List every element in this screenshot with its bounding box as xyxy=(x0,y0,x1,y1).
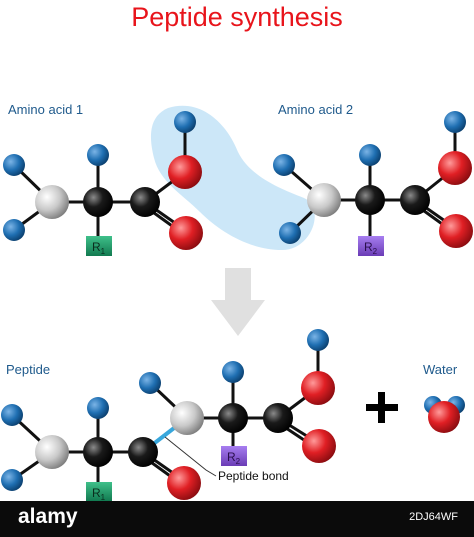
r1-side-chain-box xyxy=(86,236,112,256)
hydrogen-atom xyxy=(444,111,466,133)
water-molecule xyxy=(424,396,465,433)
r2-label: R2 xyxy=(227,450,241,466)
nitrogen-atom xyxy=(35,435,69,469)
watermark-bar: alamy 2DJ64WF xyxy=(0,501,474,537)
hydrogen-atom xyxy=(1,404,23,426)
peptide-synthesis-diagram: R1 R2 xyxy=(1,105,473,501)
oxygen-atom xyxy=(428,401,460,433)
hydrogen-atom xyxy=(3,154,25,176)
peptide-bond-pointer xyxy=(164,436,217,477)
oxygen-atom xyxy=(168,155,202,189)
hydrogen-atom xyxy=(139,372,161,394)
nitrogen-atom xyxy=(307,183,341,217)
peptide-bond-label: Peptide bond xyxy=(218,469,289,483)
oxygen-atom xyxy=(301,371,335,405)
carbon-atom xyxy=(263,403,293,433)
oxygen-atom xyxy=(169,216,203,250)
plus-sign xyxy=(378,392,385,423)
peptide-molecule: R1 R2 xyxy=(1,329,336,501)
nitrogen-atom xyxy=(35,185,69,219)
r1-label: R1 xyxy=(92,486,106,501)
hydrogen-atom xyxy=(273,154,295,176)
r2-label: R2 xyxy=(364,240,378,256)
carbon-atom xyxy=(400,185,430,215)
water-removal-highlight xyxy=(150,105,315,251)
hydrogen-atom xyxy=(87,397,109,419)
hydrogen-atom xyxy=(279,222,301,244)
image-id-text: 2DJ64WF xyxy=(409,511,458,523)
hydrogen-atom xyxy=(1,469,23,491)
nitrogen-atom xyxy=(170,401,204,435)
reaction-arrow xyxy=(211,268,265,336)
page-title: Peptide synthesis xyxy=(131,2,343,32)
carbon-atom xyxy=(218,403,248,433)
peptide-label: Peptide xyxy=(6,362,51,377)
hydrogen-atom xyxy=(307,329,329,351)
amino-acid-1-molecule: R1 xyxy=(3,111,203,256)
oxygen-atom xyxy=(302,429,336,463)
hydrogen-atom xyxy=(222,361,244,383)
carbon-atom xyxy=(130,187,160,217)
carbon-atom xyxy=(355,185,385,215)
oxygen-atom xyxy=(438,151,472,185)
carbon-atom xyxy=(128,437,158,467)
carbon-atom xyxy=(83,187,113,217)
amino-acid-1-label: Amino acid 1 xyxy=(8,102,84,117)
hydrogen-atom xyxy=(174,111,196,133)
hydrogen-atom xyxy=(3,219,25,241)
hydrogen-atom xyxy=(359,144,381,166)
hydrogen-atom xyxy=(87,144,109,166)
oxygen-atom xyxy=(167,466,201,500)
brand-logo: alamy xyxy=(18,505,78,528)
water-label: Water xyxy=(423,362,458,377)
amino-acid-2-label: Amino acid 2 xyxy=(278,102,354,117)
r2-side-chain-box xyxy=(358,236,384,256)
amino-acid-2-molecule: R2 xyxy=(273,111,473,256)
carbon-atom xyxy=(83,437,113,467)
r2-side-chain-box xyxy=(221,446,247,466)
oxygen-atom xyxy=(439,214,473,248)
r1-side-chain-box xyxy=(86,482,112,501)
r1-label: R1 xyxy=(92,240,106,256)
